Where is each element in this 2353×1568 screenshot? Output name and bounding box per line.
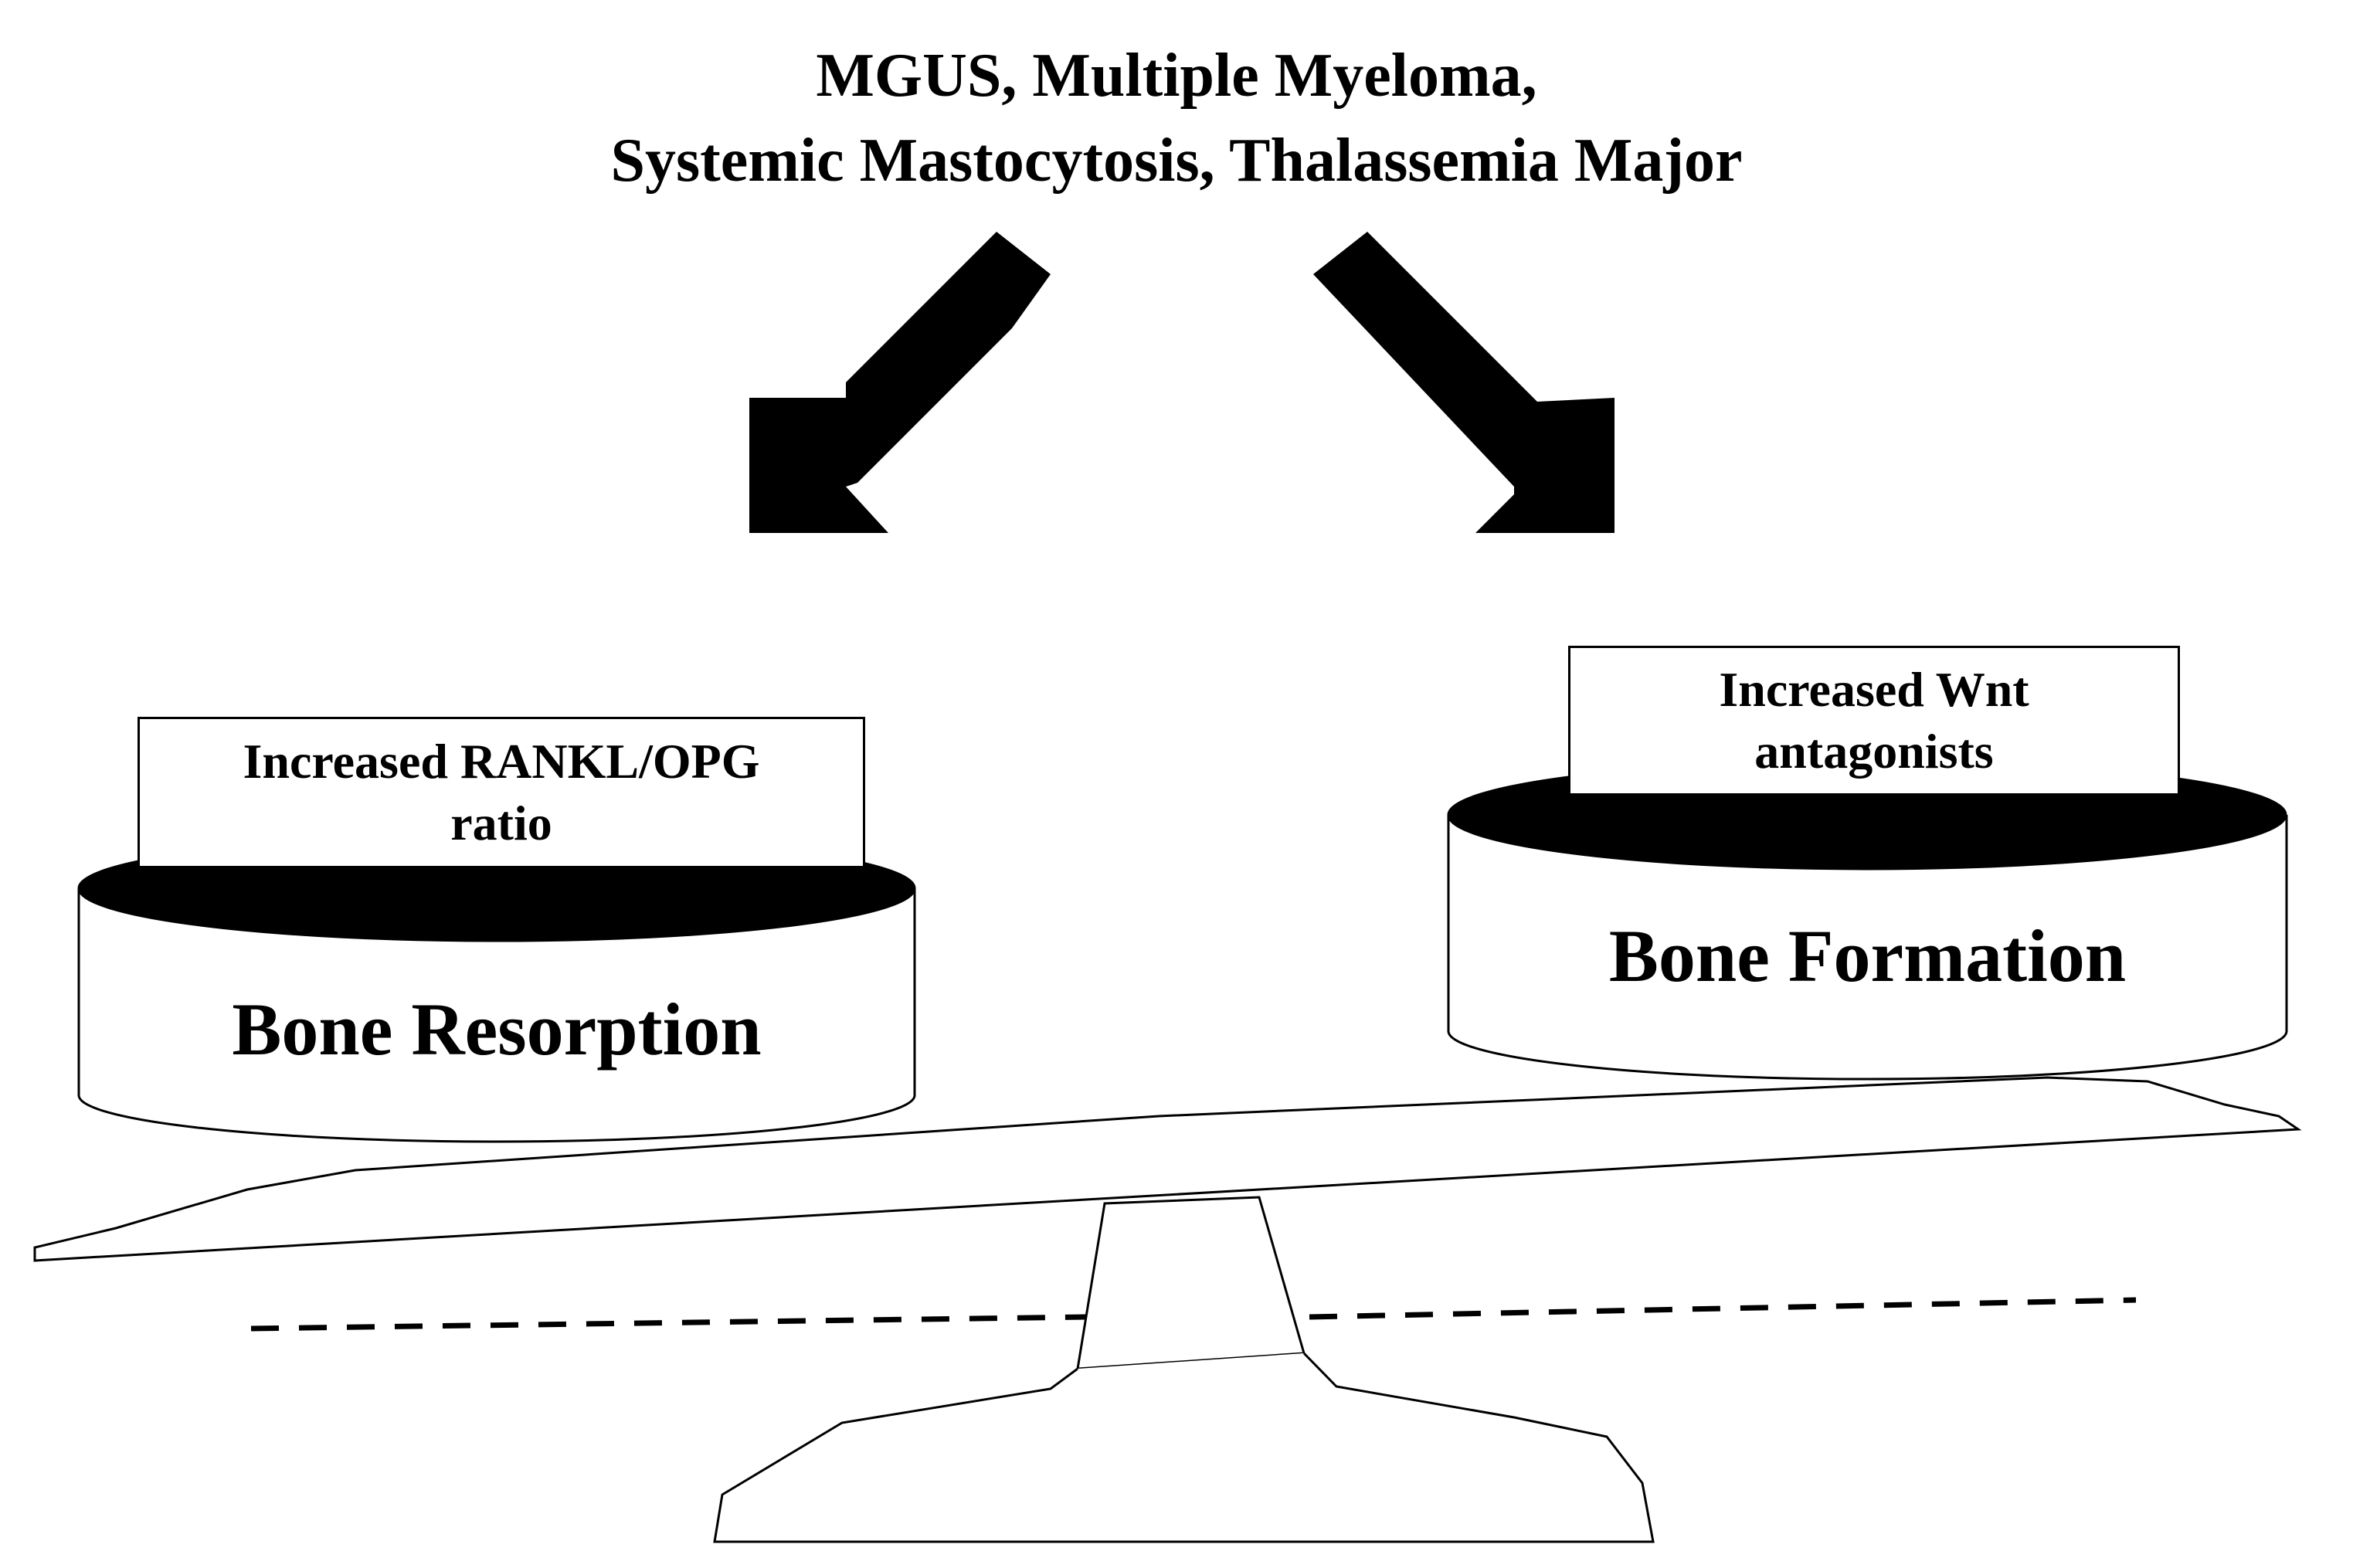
dashed-horizontal-line-right	[1309, 1297, 2137, 1320]
left-label-line-1: Increased RANKL/OPG	[243, 734, 760, 789]
fulcrum	[1076, 1196, 1306, 1370]
balance-base	[713, 1352, 1655, 1543]
arrow-down-right-icon	[1313, 232, 1615, 533]
left-label-line-2: ratio	[450, 796, 552, 850]
left-label-box: Increased RANKL/OPG ratio	[138, 717, 865, 868]
right-label-line-2: antagonists	[1754, 724, 1994, 779]
right-label-box: Increased Wnt antagonists	[1568, 646, 2180, 796]
balance-beam	[33, 1076, 2302, 1262]
title-line-1: MGUS, Multiple Myeloma,	[816, 42, 1537, 110]
title-line-2: Systemic Mastocytosis, Thalassemia Major	[610, 127, 1743, 195]
bone-resorption-label: Bone Resorption	[232, 988, 762, 1071]
bone-formation-label: Bone Formation	[1608, 915, 2127, 997]
right-label-line-1: Increased Wnt	[1719, 662, 2029, 717]
arrow-down-left-icon	[749, 232, 1051, 533]
dashed-horizontal-line	[250, 1314, 1086, 1332]
